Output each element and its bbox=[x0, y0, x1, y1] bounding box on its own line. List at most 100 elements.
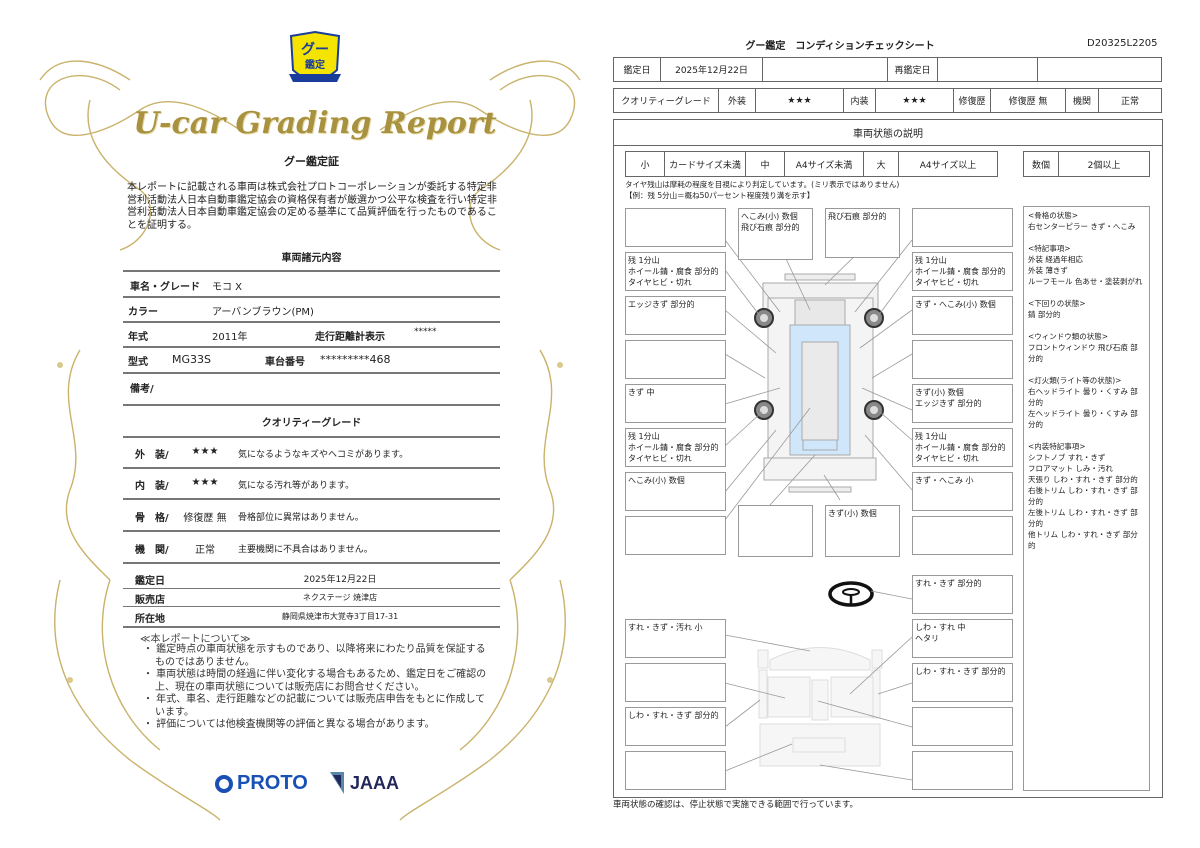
spec-remarks-label: 備考/ bbox=[130, 384, 154, 395]
box-line: タイヤヒビ・切れ bbox=[628, 278, 692, 287]
spec-odometer-label: 走行距離計表示 bbox=[315, 332, 385, 343]
condition-box: しわ・すれ 中ヘタリ bbox=[912, 619, 1013, 658]
condition-box: きず(小) 数個エッジきず 部分的 bbox=[912, 384, 1013, 423]
sheet-title: グー鑑定 コンディションチェックシート bbox=[745, 41, 935, 52]
count-label: 数個 bbox=[1023, 151, 1059, 177]
box-line: きず・へこみ(小) 数個 bbox=[915, 300, 996, 309]
grade-row-description: 気になるようなキズやヘコミがあります。 bbox=[238, 450, 409, 460]
note-line: <灯火類(ライト等の状態)> bbox=[1028, 376, 1122, 385]
interior-stars: ★★★ bbox=[875, 88, 954, 113]
condition-box: しわ・すれ・きず 部分的 bbox=[912, 663, 1013, 702]
spec-model-label: 型式 bbox=[128, 357, 148, 368]
spec-chassis-value: *********468 bbox=[320, 353, 391, 366]
note-line: <内装特記事項> bbox=[1028, 442, 1086, 451]
address: 静岡県焼津市大覚寺3丁目17-31 bbox=[281, 612, 399, 621]
box-line: きず 中 bbox=[628, 388, 655, 397]
note-line: <骨格の状態> bbox=[1028, 211, 1079, 220]
grade-row-label: 骨 格/ bbox=[135, 513, 169, 524]
about-list: ・ 鑑定時点の車両状態を示すものであり、以降将来にわたり品質を保証するものではあ… bbox=[143, 644, 493, 732]
condition-box: 残 1分山ホイール錆・腐食 部分的タイヤヒビ・切れ bbox=[625, 252, 726, 291]
proto-mark-icon bbox=[215, 774, 233, 793]
interior-car-diagram bbox=[757, 647, 883, 767]
condition-box bbox=[625, 751, 726, 790]
condition-box bbox=[625, 208, 726, 247]
about-item: ・ 鑑定時点の車両状態を示すものであり、以降将来にわたり品質を保証するものではあ… bbox=[143, 644, 486, 668]
blank-cell bbox=[1037, 57, 1162, 82]
certificate-title: グー鑑定証 bbox=[284, 155, 339, 168]
specs-heading: 車両諸元内容 bbox=[281, 253, 342, 264]
spec-color-value: アーバンブラウン(PM) bbox=[212, 307, 314, 318]
spec-year-value: 2011年 bbox=[212, 332, 248, 343]
box-line: へこみ(小) 数個 bbox=[741, 212, 798, 221]
grade-row-value: 修復歴 無 bbox=[183, 513, 227, 524]
condition-box: 飛び石痕 部分的 bbox=[825, 208, 900, 258]
box-line: しわ・すれ・きず 部分的 bbox=[628, 711, 719, 720]
note-line bbox=[1028, 232, 1145, 243]
grade-row-label: 外 装/ bbox=[135, 450, 169, 461]
box-line: ホイール錆・腐食 部分的 bbox=[628, 267, 719, 276]
grade-label: クオリティーグレード bbox=[613, 88, 719, 113]
note-line bbox=[1028, 320, 1145, 331]
doc-id: D20325L2205 bbox=[1087, 38, 1158, 49]
reappraisal-label: 再鑑定日 bbox=[887, 57, 938, 82]
note-line: <特記事項> bbox=[1028, 244, 1071, 253]
note-line: 外装 経過年相応 bbox=[1028, 255, 1083, 264]
about-item: ・ 車両状態は時間の経過に伴い変化する場合もあるため、鑑定日をご確認の上、現在の… bbox=[143, 669, 487, 693]
engine-label: 機関 bbox=[1065, 88, 1099, 113]
box-line: ホイール錆・腐食 部分的 bbox=[628, 443, 719, 452]
grade-row-description: 骨格部位に異常はありません。 bbox=[238, 513, 364, 523]
note-line bbox=[1028, 287, 1145, 298]
note-line: 右センターピラー きず・へこみ bbox=[1028, 222, 1136, 231]
condition-box bbox=[912, 707, 1013, 746]
box-line: すれ・きず 部分的 bbox=[915, 579, 982, 588]
box-line: 飛び石痕 部分的 bbox=[828, 212, 887, 221]
box-line: エッジきず 部分的 bbox=[628, 300, 695, 309]
spec-name-value: モコ X bbox=[212, 282, 243, 293]
appraisal-date-label: 鑑定日 bbox=[135, 576, 165, 587]
dealer-label: 販売店 bbox=[135, 595, 165, 606]
box-line: きず(小) 数個 bbox=[828, 509, 877, 518]
reappraisal-value bbox=[937, 57, 1038, 82]
note-line: <ウィンドウ類の状態> bbox=[1028, 332, 1109, 341]
engine-value: 正常 bbox=[1098, 88, 1162, 113]
condition-box bbox=[625, 340, 726, 379]
condition-box: へこみ(小) 数個飛び石痕 部分的 bbox=[738, 208, 813, 260]
about-item: ・ 評価については他検査機関等の評価と異なる場合があります。 bbox=[143, 719, 435, 730]
condition-box: しわ・すれ・きず 部分的 bbox=[625, 707, 726, 746]
condition-box: 残 1分山ホイール錆・腐食 部分的タイヤヒビ・切れ bbox=[625, 428, 726, 467]
box-line: 飛び石痕 部分的 bbox=[741, 223, 800, 232]
box-line: ホイール錆・腐食 部分的 bbox=[915, 267, 1006, 276]
condition-box: エッジきず 部分的 bbox=[625, 296, 726, 335]
proto-logo: PROTO bbox=[215, 772, 308, 795]
grade-row-value: ★★★ bbox=[191, 477, 219, 488]
note-line: 天張り しわ・すれ・きず 部分的 bbox=[1028, 475, 1138, 484]
condition-box: きず・へこみ(小) 数個 bbox=[912, 296, 1013, 335]
grade-row-value: 正常 bbox=[195, 545, 215, 556]
spec-model-value: MG33S bbox=[172, 353, 211, 366]
note-line: 外装 薄きず bbox=[1028, 266, 1068, 275]
grade-row-label: 内 装/ bbox=[135, 481, 169, 492]
jaaa-logo: JAAA bbox=[328, 770, 399, 796]
exterior-stars: ★★★ bbox=[755, 88, 844, 113]
note-line: ルーフモール 色あせ・塗装剥がれ bbox=[1028, 277, 1143, 286]
jaaa-mark-icon bbox=[330, 772, 344, 794]
tire-note: タイヤ残山は摩耗の程度を目視により判定しています。(ミリ表示ではありません) bbox=[625, 180, 900, 189]
condition-box bbox=[912, 516, 1013, 555]
condition-box: 残 1分山ホイール錆・腐食 部分的タイヤヒビ・切れ bbox=[912, 252, 1013, 291]
note-line bbox=[1028, 430, 1145, 441]
spec-odometer-value: ***** bbox=[414, 327, 437, 337]
size-legend-cell: A4サイズ未満 bbox=[784, 151, 864, 177]
condition-box bbox=[625, 663, 726, 702]
grade-row-description: 主要機関に不具合はありません。 bbox=[238, 545, 373, 555]
box-line: しわ・すれ・きず 部分的 bbox=[915, 667, 1006, 676]
condition-box: すれ・きず・汚れ 小 bbox=[625, 619, 726, 658]
svg-text:グー: グー bbox=[301, 41, 329, 58]
dealer: ネクステージ 焼津店 bbox=[302, 593, 378, 602]
repair-label: 修復歴 bbox=[953, 88, 991, 113]
svg-text:鑑定: 鑑定 bbox=[305, 58, 325, 71]
box-line: ヘタリ bbox=[915, 634, 939, 643]
note-line bbox=[1028, 364, 1145, 375]
condition-box bbox=[625, 516, 726, 555]
note-line: フロントウィンドウ 飛び石痕 部分的 bbox=[1028, 343, 1138, 363]
